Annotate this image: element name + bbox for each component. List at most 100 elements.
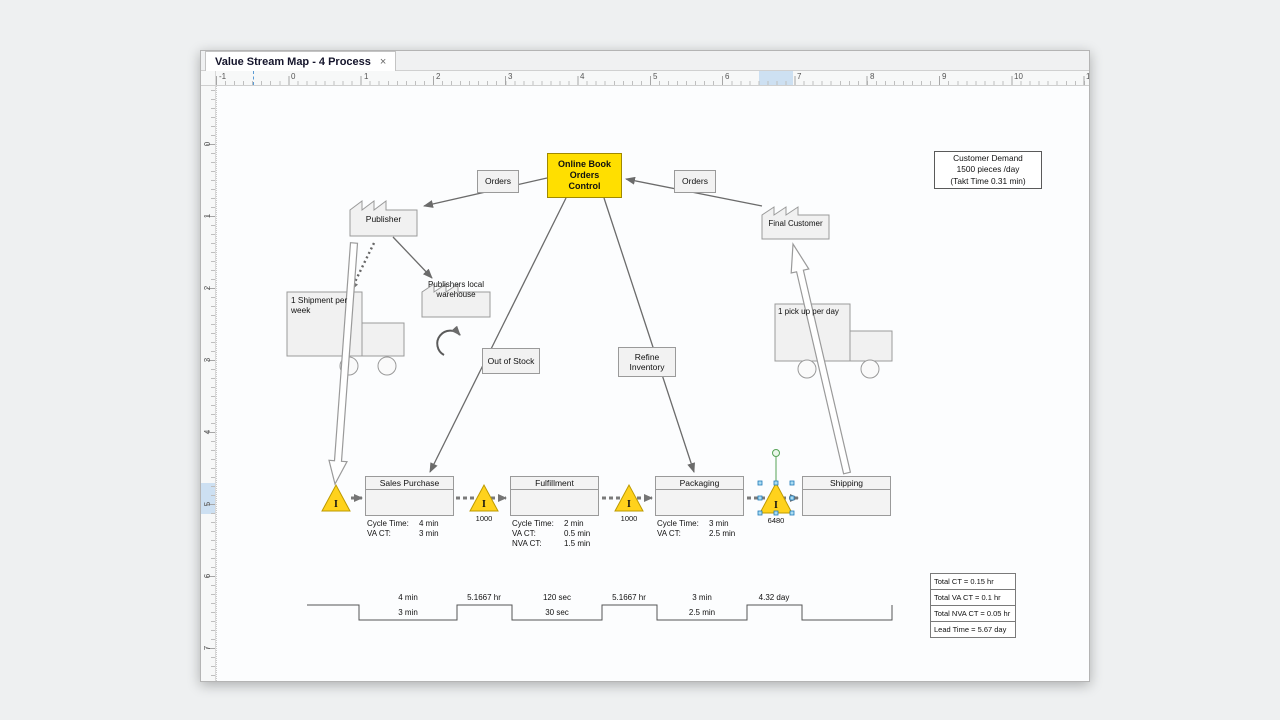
hruler-label: -1 (219, 72, 227, 81)
inventory-symbol: I (334, 499, 338, 510)
inventory-triangle-3[interactable]: I (614, 483, 644, 512)
vruler-label: 0 (203, 141, 212, 147)
timeline-top-label: 4.32 day (758, 593, 790, 602)
vruler-label: 5 (203, 501, 212, 507)
tab-bar: Value Stream Map - 4 Process × (201, 51, 1089, 71)
hruler-label: 11 (1086, 72, 1089, 81)
data-value: 2.5 min (709, 529, 736, 538)
vruler-label: 4 (203, 429, 212, 435)
process-box-shipping[interactable]: Shipping (802, 476, 891, 516)
process-data-fulfillment: Cycle Time:2 min VA CT:0.5 min NVA CT:1.… (512, 519, 590, 549)
data-value: 3 min (709, 519, 729, 528)
publisher-factory-shape[interactable] (349, 200, 418, 237)
shipment-frequency-label: 1 Shipment per week (291, 295, 348, 315)
truck-wheel (377, 356, 397, 376)
timeline-top-label: 120 sec (542, 593, 572, 602)
vruler-label: 3 (203, 357, 212, 363)
publisher-label: Publisher (365, 214, 402, 224)
inventory-qty: 6480 (767, 516, 785, 525)
hruler-label: 2 (436, 72, 441, 81)
selection-handles[interactable] (757, 449, 795, 516)
data-value: 4 min (419, 519, 439, 528)
horizontal-ruler[interactable]: -1 0 1 2 3 4 5 6 7 8 9 10 11 (216, 71, 1089, 86)
hruler-label: 4 (580, 72, 585, 81)
data-value: 0.5 min (564, 529, 591, 538)
vruler-label: 6 (203, 573, 212, 579)
inventory-qty: 1000 (620, 514, 638, 523)
shipment-dotted-arrow[interactable] (349, 242, 376, 291)
hruler-label: 6 (725, 72, 730, 81)
control-salespurchase-arrow (429, 197, 567, 473)
control-packaging-arrow (603, 197, 695, 473)
process-data-packaging: Cycle Time: 3 min VA CT: 2.5 min (657, 519, 735, 539)
timeline-line[interactable] (307, 604, 893, 621)
process-box-sales-purchase[interactable]: Sales Purchase (365, 476, 454, 516)
process-title: Shipping (803, 477, 890, 490)
out-of-stock-box[interactable]: Out of Stock (482, 348, 540, 374)
inventory-qty: 1000 (475, 514, 493, 523)
process-title: Sales Purchase (366, 477, 453, 490)
warehouse-factory-shape[interactable] (421, 283, 491, 318)
summary-total-va-ct[interactable]: Total VA CT = 0.1 hr (930, 589, 1016, 606)
refine-inventory-box[interactable]: Refine Inventory (618, 347, 676, 377)
customer-demand-box[interactable]: Customer Demand 1500 pieces /day (Takt T… (934, 151, 1042, 189)
data-value: 3 min (419, 529, 439, 538)
ruler-corner (201, 71, 216, 86)
inventory-symbol: I (482, 499, 486, 510)
information-arrows[interactable] (392, 176, 763, 473)
vertical-ruler[interactable]: 0 1 2 3 4 5 6 7 (201, 86, 216, 681)
app-window: Value Stream Map - 4 Process × -1 0 1 2 … (200, 50, 1090, 682)
vruler-unit-ticks (206, 86, 215, 681)
inventory-triangle-1[interactable]: I (321, 483, 351, 512)
diagram-layer: I I I I (286, 176, 893, 621)
hruler-label: 7 (797, 72, 802, 81)
process-data-sales-purchase: Cycle Time:4 min VA CT:3 min (367, 519, 439, 539)
timeline-bottom-label: 2.5 min (688, 608, 716, 617)
drawing-canvas[interactable]: I I I I (216, 86, 1089, 681)
data-label: VA CT: (512, 529, 536, 538)
orders-box-left[interactable]: Orders (477, 170, 519, 193)
vruler-label: 7 (203, 645, 212, 651)
data-label: VA CT: (367, 529, 391, 538)
data-label: NVA CT: (512, 539, 542, 548)
production-control-box[interactable]: Online Book Orders Control (547, 153, 622, 198)
timeline-top-label: 3 min (692, 593, 712, 602)
resize-handles (757, 480, 795, 516)
page-margin-guide (253, 71, 254, 85)
timeline-top-label: 4 min (398, 593, 418, 602)
timeline-bottom-label: 3 min (398, 608, 418, 617)
data-label: VA CT: (657, 529, 681, 538)
summary-total-ct[interactable]: Total CT = 0.15 hr (930, 573, 1016, 590)
hruler-label: 0 (291, 72, 296, 81)
hruler-label: 8 (870, 72, 875, 81)
publisher-warehouse-arrow (392, 236, 433, 279)
timeline-bottom-label: 30 sec (545, 608, 569, 617)
inventory-symbol: I (774, 500, 778, 511)
inventory-triangle-2[interactable]: I (469, 483, 499, 512)
outbound-pickup-outline-arrow[interactable] (790, 242, 852, 475)
orders-box-right[interactable]: Orders (674, 170, 716, 193)
process-title: Fulfillment (511, 477, 598, 490)
process-box-fulfillment[interactable]: Fulfillment (510, 476, 599, 516)
timeline-top-label: 5.1667 hr (467, 593, 501, 602)
final-customer-factory-shape[interactable] (761, 206, 830, 240)
summary-total-nva-ct[interactable]: Total NVA CT = 0.05 hr (930, 605, 1016, 622)
loop-arrow-icon[interactable] (436, 325, 461, 356)
inbound-shipment-outline-arrow[interactable] (328, 242, 359, 486)
tab-close-icon[interactable]: × (379, 55, 387, 68)
hruler-label: 5 (653, 72, 658, 81)
truck-wheel (797, 359, 817, 379)
hruler-label: 10 (1014, 72, 1023, 81)
data-label: Cycle Time: (657, 519, 699, 528)
tab-value-stream-map[interactable]: Value Stream Map - 4 Process × (205, 51, 397, 71)
summary-lead-time[interactable]: Lead Time = 5.67 day (930, 621, 1016, 638)
hruler-label: 1 (364, 72, 369, 81)
data-label: Cycle Time: (512, 519, 554, 528)
process-box-packaging[interactable]: Packaging (655, 476, 744, 516)
vruler-label: 2 (203, 285, 212, 291)
data-value: 2 min (564, 519, 584, 528)
rotation-handle (772, 449, 780, 457)
vruler-label: 1 (203, 213, 212, 219)
tab-title: Value Stream Map - 4 Process (215, 55, 371, 68)
timeline-top-label: 5.1667 hr (612, 593, 646, 602)
